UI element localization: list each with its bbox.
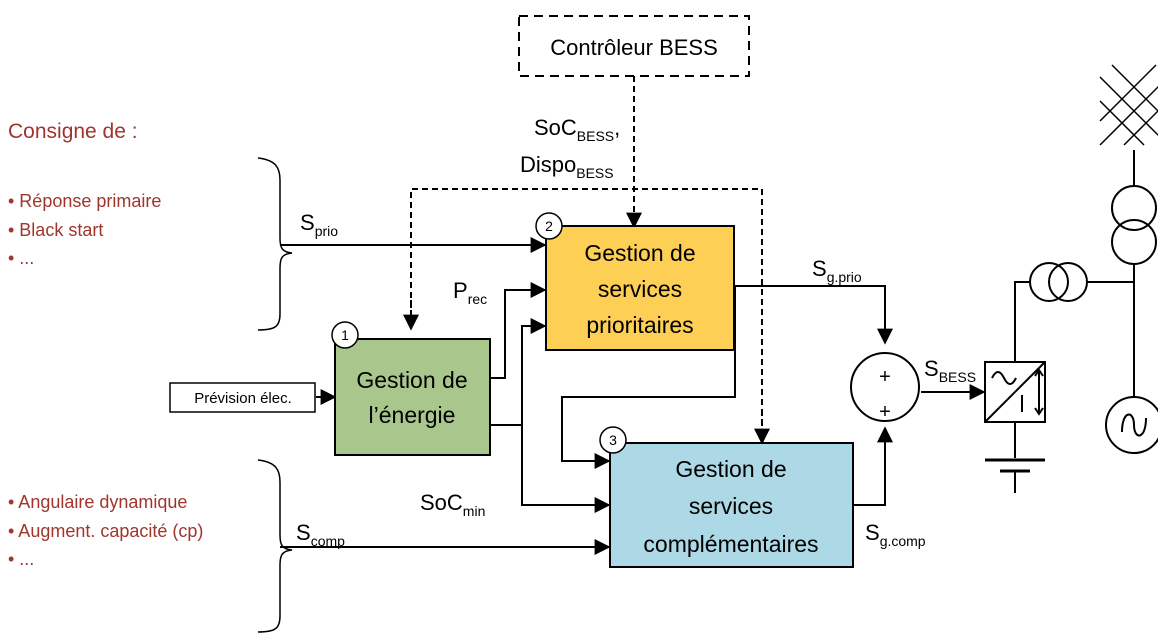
grid-mesh-icon [1099,64,1158,146]
block-gestion-complementaires: Gestion de services complémentaires 3 [599,426,854,568]
block-number-badge-3 [599,426,627,454]
consigne-item-1: • Réponse primaire [8,191,161,211]
s-comp-label: Scomp [296,520,345,549]
block-gestion-prioritaires: Gestion de services prioritaires 2 [535,212,735,351]
s-g-prio-label: Sg.prio [812,256,862,285]
soc-bess-label: SoCBESS, [534,115,620,144]
s-prio-label: Sprio [300,210,338,239]
summer-plus-top: + [879,366,891,388]
signal-lines [280,237,986,555]
s-bess-label: SBESS [924,356,976,385]
block-number-1: 1 [341,327,349,343]
block-energie-line1: Gestion de [356,367,467,393]
block-prioritaires-line2: services [598,276,682,302]
transformer-vertical-icon [1111,185,1157,265]
p-rec-label: Prec [453,278,487,307]
battery-icon [985,422,1045,493]
ac-source-icon [1105,396,1158,454]
summing-junction: + + [850,352,920,423]
block-number-3: 3 [609,432,617,448]
block-number-2: 2 [545,218,553,234]
consigne-item-6: • ... [8,549,34,569]
consigne-item-3: • ... [8,248,34,268]
brace-bottom [257,459,293,633]
prevision-box: Prévision élec. [169,382,316,413]
block-energie-line2: l’énergie [369,402,456,428]
block-prioritaires-line1: Gestion de [584,240,695,266]
soc-min-label: SoCmin [420,490,485,519]
block-complementaires-line1: Gestion de [675,456,786,482]
controller-signal-lines [403,76,770,445]
block-energie-rect [334,338,491,456]
controller-bess-label: Contrôleur BESS [550,35,718,60]
consigne-title: Consigne de : [8,120,138,143]
dispo-bess-label: DispoBESS [520,152,614,181]
block-prioritaires-line3: prioritaires [586,312,693,338]
block-number-badge-2 [535,212,563,240]
prevision-label: Prévision élec. [194,390,292,407]
brace-top [257,157,293,331]
transformer-horizontal-icon [1029,262,1088,302]
block-complementaires-line2: services [689,493,773,519]
consigne-item-4: • Angulaire dynamique [8,492,187,512]
consigne-item-2: • Black start [8,220,103,240]
summer-plus-bottom: + [879,401,891,423]
grid-lines [1014,150,1135,398]
block-complementaires-line3: complémentaires [643,531,818,557]
block-gestion-energie: Gestion de l’énergie 1 [331,321,491,456]
converter-icon [984,361,1046,423]
s-g-comp-label: Sg.comp [865,520,926,549]
block-number-badge-1 [331,321,359,349]
controller-bess-box: Contrôleur BESS [518,15,750,77]
block-complementaires-rect [609,442,854,568]
consigne-item-5: • Augment. capacité (cp) [8,521,203,541]
block-prioritaires-rect [545,225,735,351]
